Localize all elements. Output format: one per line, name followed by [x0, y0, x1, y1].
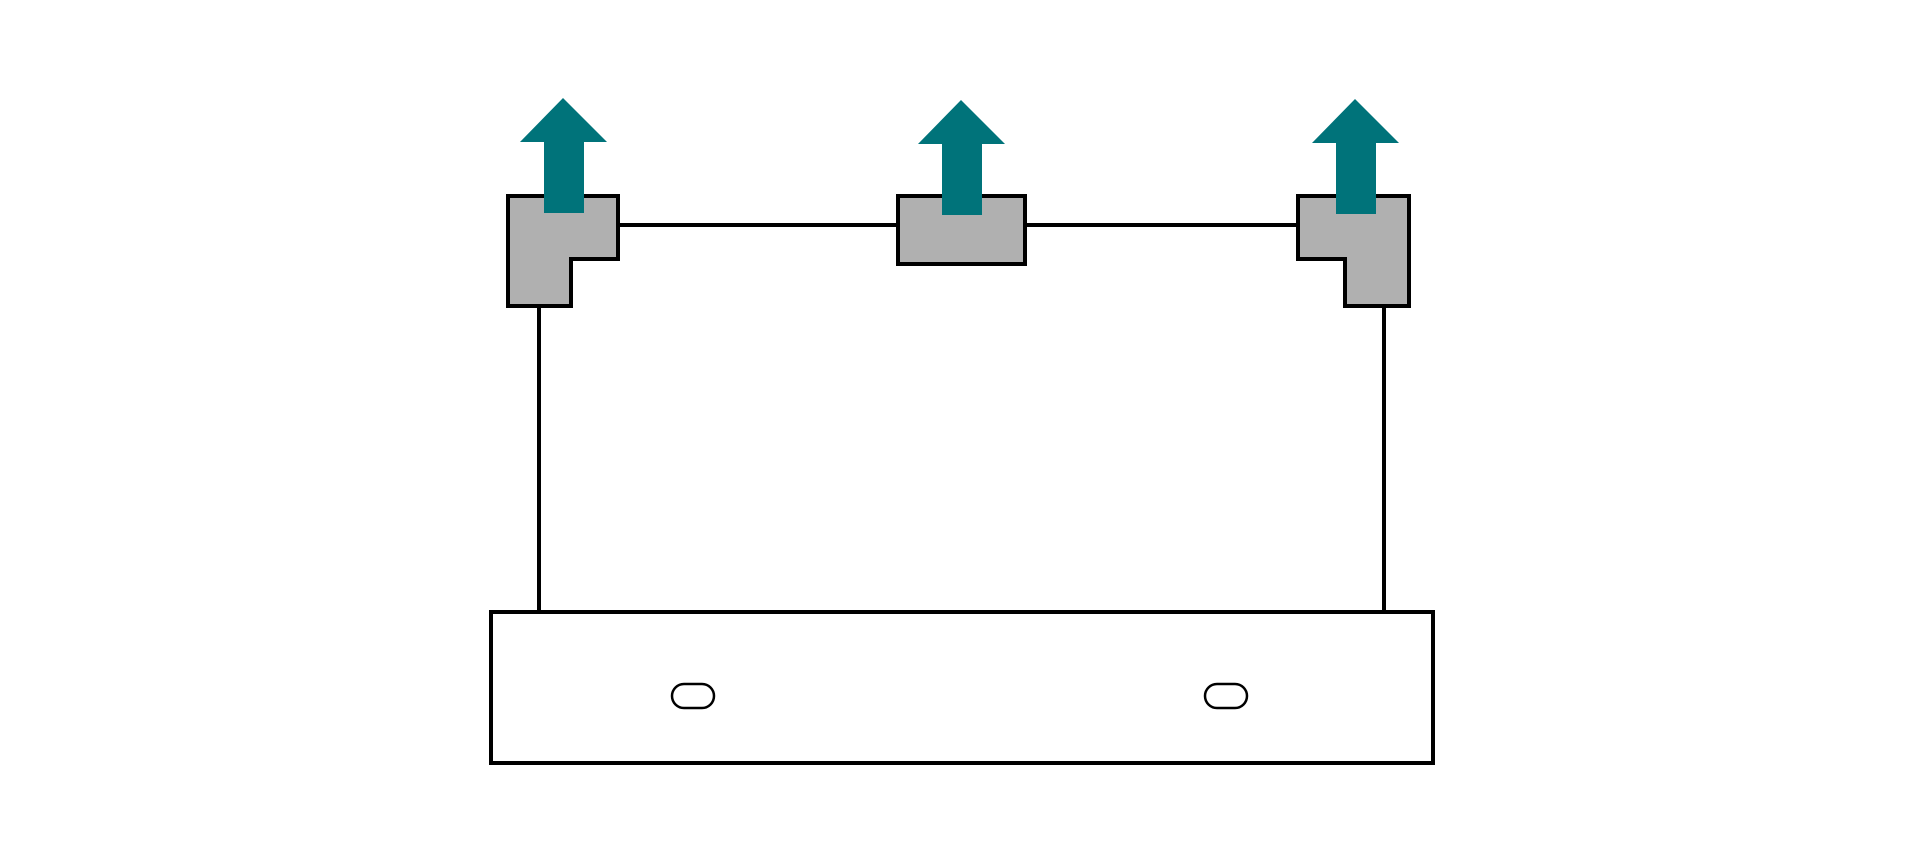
up-arrow-icon [918, 100, 1005, 215]
corner-clip-right [1296, 194, 1411, 308]
up-arrow-icon [1312, 99, 1399, 214]
corner-clip-left [506, 194, 620, 308]
mounting-slot-right [1203, 682, 1249, 710]
mounting-slot-left [670, 682, 716, 710]
base-panel [489, 610, 1435, 765]
up-arrow-icon [520, 98, 607, 213]
